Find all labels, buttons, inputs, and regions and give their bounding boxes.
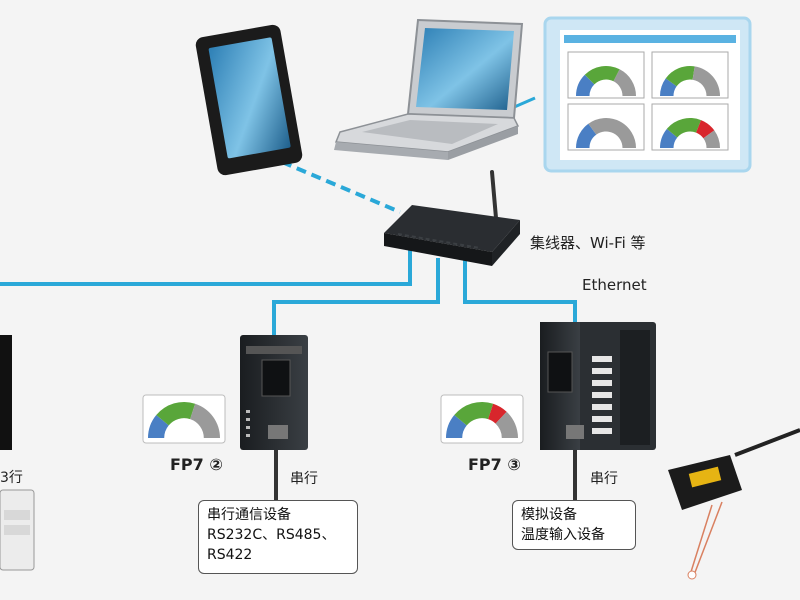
gauge-icon (142, 394, 226, 444)
gauge-segment (576, 123, 597, 148)
fp7-3-label: FP7 ③ (468, 455, 521, 474)
gauge-segment (156, 402, 196, 426)
analog-box-line2: 温度输入设备 (521, 527, 605, 543)
mini-gauges (576, 65, 720, 148)
plc-left-icon (0, 335, 12, 450)
serial-box-line2: RS232C、RS485、 (207, 527, 336, 543)
gauge-segment (665, 65, 695, 87)
gauge-segment (454, 402, 494, 426)
serial-label-2: 串行 (290, 471, 318, 487)
cable-fp7-2 (272, 258, 440, 335)
ethernet-label: Ethernet (582, 276, 647, 294)
gauge-segment (148, 415, 169, 438)
serial-devices-box: 串行通信设备 RS232C、RS485、 RS422 (198, 500, 358, 574)
gauge-icon-alarm (440, 394, 524, 444)
ethernet-cables (0, 250, 577, 335)
gauge-segment (613, 69, 636, 96)
cable-left (0, 250, 412, 286)
plc-icon (240, 335, 308, 500)
hub-label: 集线器、Wi-Fi 等 (530, 234, 646, 252)
sensor-icon (668, 428, 800, 580)
wifi-link (281, 160, 401, 214)
plc-modular-icon (540, 322, 656, 500)
gauge-segment (660, 78, 677, 96)
laptop-icon (334, 18, 524, 160)
gauge-segment (696, 120, 715, 139)
relay-left-icon (0, 489, 35, 571)
gauge-segment (588, 118, 636, 148)
analog-devices-box: 模拟设备 温度输入设备 (512, 500, 636, 550)
serial-box-line1: 串行通信设备 (207, 507, 291, 523)
gauge-segment (190, 403, 220, 438)
gauge-segment (660, 128, 678, 148)
router-icon (384, 170, 520, 266)
cable-fp7-3 (463, 260, 577, 322)
gauge-segment (703, 130, 720, 148)
gauge-segment (692, 66, 720, 96)
gauge-segment (584, 66, 620, 85)
serial-box-line3: RS422 (207, 547, 253, 563)
tablet-icon (195, 24, 303, 176)
dashboard-icon (543, 16, 752, 173)
serial-label-left: 3行 (0, 470, 23, 486)
gauge-segment (488, 403, 507, 424)
gauge-segment (446, 415, 467, 438)
fp7-2-label: FP7 ② (170, 455, 223, 474)
gauge-segment (576, 74, 595, 96)
analog-box-line1: 模拟设备 (521, 507, 577, 523)
serial-label-3: 串行 (590, 471, 618, 487)
gauge-segment (495, 411, 518, 438)
gauge-segment (666, 117, 702, 138)
